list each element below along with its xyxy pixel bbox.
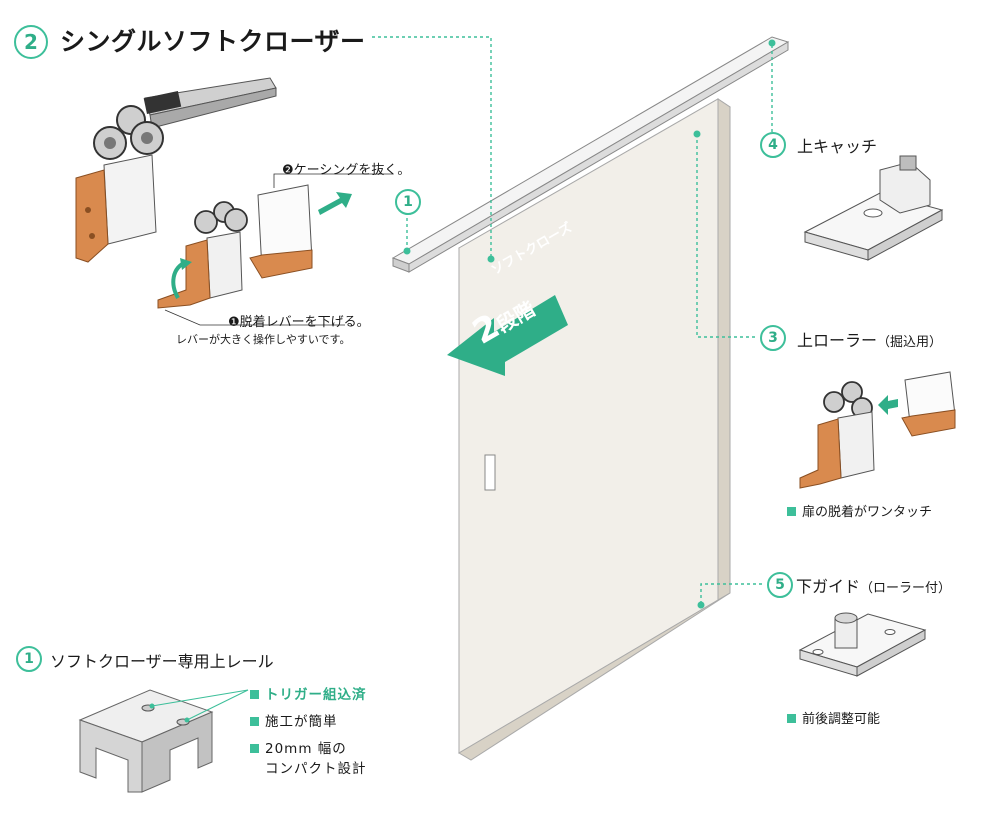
upper-roller-part: [799, 371, 956, 489]
leader-lines: [372, 36, 773, 604]
rail-callout-number: 1: [395, 189, 421, 215]
casing-step-label: ❷ケーシングを抜く。: [282, 163, 411, 178]
soft-close-arrow: [447, 295, 568, 376]
roller-feature: 扉の脱着がワンタッチ: [787, 501, 932, 520]
rail-cross-section: [78, 689, 249, 793]
upper-catch-label: 上キャッチ: [797, 137, 878, 156]
guide-feature-text: 前後調整可能: [802, 712, 881, 727]
upper-roller-number: 3: [760, 325, 786, 351]
lower-guide-label: 下ガイド（ローラー付）: [796, 573, 951, 597]
roller-feature-text: 扉の脱着がワンタッチ: [802, 505, 933, 520]
leader-dots: [403, 39, 776, 609]
main-title-number: 2: [14, 25, 48, 59]
lever-step-label: ❶脱着レバーを下げる。: [228, 315, 370, 330]
roller-casing-demo: [157, 173, 392, 326]
sliding-door: [458, 98, 731, 761]
lower-guide-note: （ローラー付）: [860, 581, 952, 596]
guide-feature: 前後調整可能: [787, 708, 880, 727]
lower-guide-part: [798, 612, 927, 677]
lever-note-label: レバーが大きく操作しやすいです。: [176, 333, 351, 346]
rail-item-number: 1: [16, 646, 42, 672]
lower-guide-number: 5: [767, 572, 793, 598]
rail-feature-3: 20mm 幅の: [250, 737, 347, 757]
upper-catch-part: [803, 155, 944, 261]
upper-roller-label: 上ローラー（掘込用）: [797, 327, 942, 351]
main-title: シングルソフトクローザー: [60, 27, 366, 56]
soft-closer-assembly: [75, 77, 277, 263]
rail-feature-2-text: 施工が簡単: [265, 714, 338, 730]
upper-roller-note: （掘込用）: [877, 335, 943, 350]
upper-roller-label-text: 上ローラー: [797, 331, 878, 350]
rail-feature-3-text: 20mm 幅の: [265, 741, 347, 757]
rail-feature-3b: コンパクト設計: [265, 761, 367, 777]
door-handle: [484, 454, 496, 491]
rail-feature-1-text: トリガー組込済: [265, 687, 367, 703]
rail-feature-1: トリガー組込済: [250, 683, 367, 703]
lower-guide-label-text: 下ガイド: [796, 577, 861, 596]
top-rail: [391, 36, 790, 273]
rail-feature-2: 施工が簡単: [250, 710, 338, 730]
upper-catch-number: 4: [760, 132, 786, 158]
rail-item-label: ソフトクローザー専用上レール: [50, 652, 274, 671]
